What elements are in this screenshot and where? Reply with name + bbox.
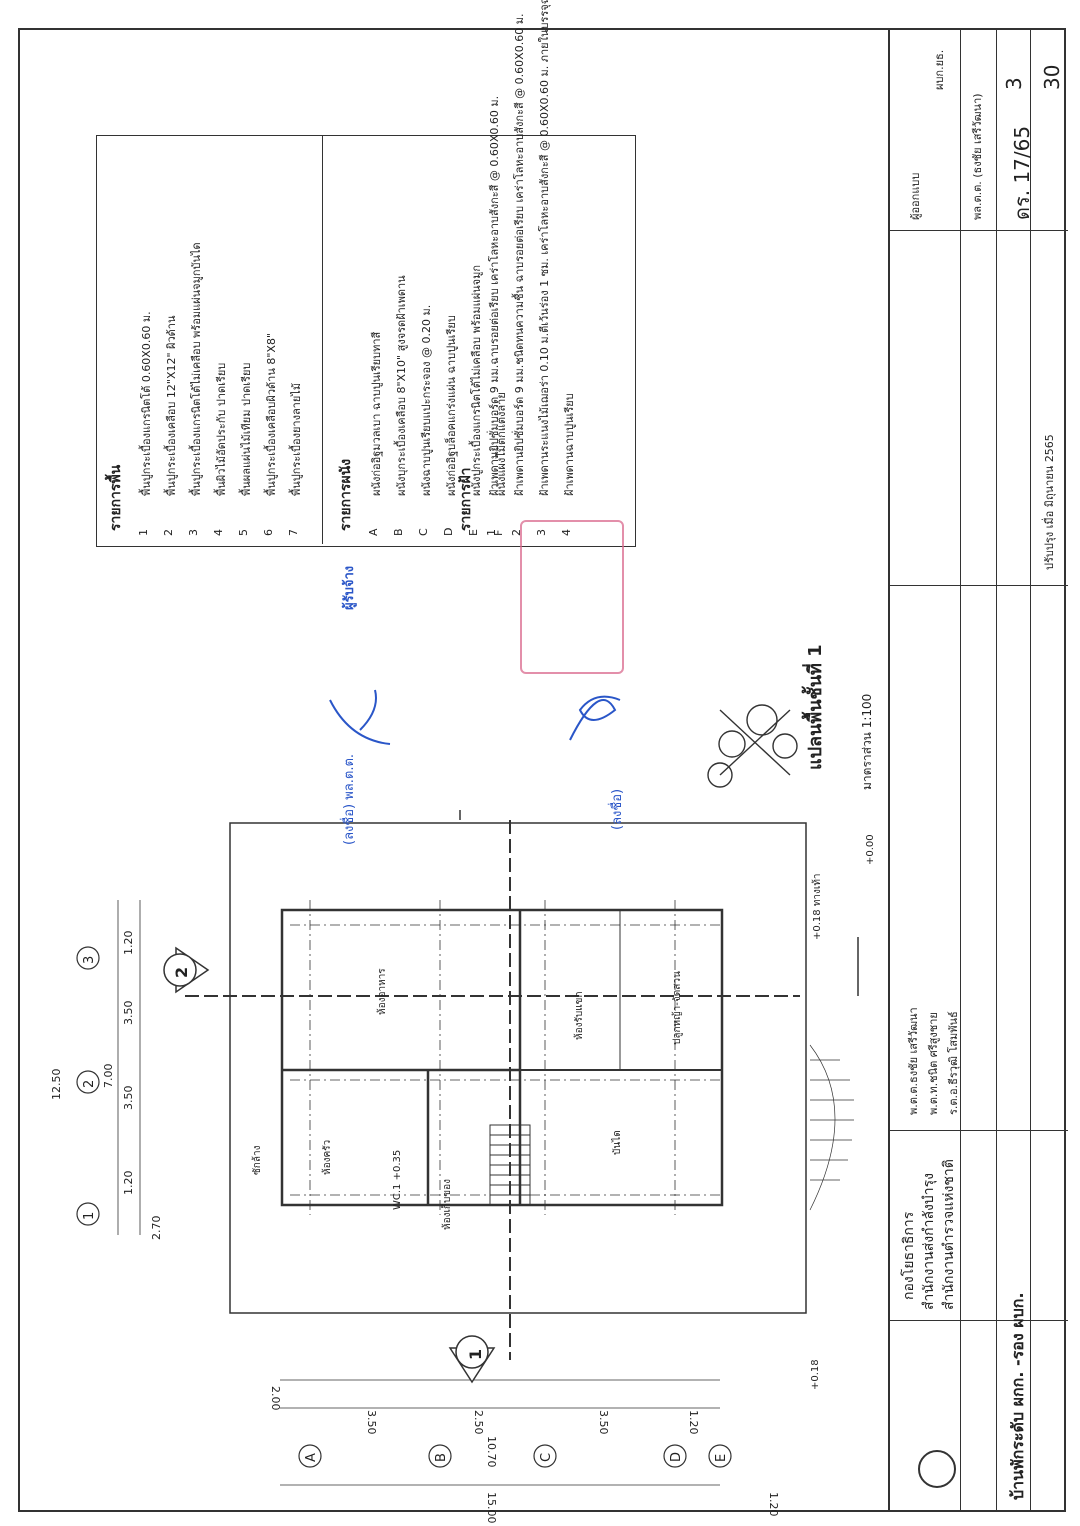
dim-x-2: 3.50 <box>122 1085 135 1111</box>
section-label-2: 2 <box>172 966 191 978</box>
level-zero: +0.00 <box>865 834 876 865</box>
police-seal-icon <box>918 1450 956 1488</box>
grid-label-1: 1 <box>82 1211 97 1220</box>
room-storage: ห้องเก็บของ <box>442 1178 453 1230</box>
level-walkway: +0.18 ทางเท้า <box>812 873 823 940</box>
dim-y-4: 3.50 <box>597 1410 610 1435</box>
room-stairs: บันได <box>612 1130 623 1155</box>
designer-label: ผู้ออกแบบ <box>909 172 922 220</box>
dim-y-3: 2.50 <box>472 1410 485 1435</box>
engineer-name-3: ร.ต.อ.ธีรวุฒิ โสมพันธ์ <box>947 1011 960 1115</box>
dim-y-2: 3.50 <box>365 1410 378 1435</box>
dim-x-1: 1.20 <box>122 1170 135 1196</box>
hired-label: ผู้รับจ้าง <box>342 565 357 610</box>
dim-x-4: 3.50 <box>122 1000 135 1026</box>
wc-label: WC.1 +0.35 <box>392 1149 403 1210</box>
grid-label-3: 3 <box>82 955 97 964</box>
dim-y-1: 2.00 <box>269 1386 282 1411</box>
floor-plan <box>76 704 859 1486</box>
sheet-number: 3 <box>1002 77 1026 90</box>
section-label-1: 1 <box>466 1348 485 1360</box>
dim-y-edge: 1.20 <box>767 1492 780 1517</box>
project-title: บ้านพักระดับ ผกก. -รอง ผบก. <box>1008 1292 1027 1500</box>
dim-x-3: 7.00 <box>102 1063 115 1089</box>
drawing-frame: บ้านพักระดับ ผกก. -รอง ผบก. กองโยธาธิการ… <box>18 0 1068 1524</box>
grid-label-D: D <box>669 1451 684 1462</box>
approver-name: พล.ต.ต. (ธงชัย เสรีวัฒนา) <box>971 93 984 220</box>
room-garden: ปลูกหญ้า-จัดสวน <box>672 971 683 1045</box>
hatch-area <box>809 1044 854 1211</box>
dim-x-6: 2.70 <box>150 1215 163 1241</box>
dim-y-total: 10.70 <box>485 1436 498 1468</box>
dim-y-5: 1.20 <box>687 1410 700 1435</box>
building-outline <box>280 908 724 1207</box>
approver-title: ผบก.ยธ. <box>933 49 946 90</box>
title-block: บ้านพักระดับ ผกก. -รอง ผบก. กองโยธาธิการ… <box>888 30 1068 1510</box>
dim-x-5: 1.20 <box>122 930 135 956</box>
grid-label-A: A <box>304 1453 319 1462</box>
grid-label-B: B <box>434 1453 449 1462</box>
org-line2: สำนักงานส่งกำลังบำรุง <box>921 1173 937 1310</box>
signature-mark <box>569 695 621 741</box>
total-sheets: 30 <box>1040 64 1064 90</box>
room-kitchen: ห้องครัว <box>322 1139 333 1175</box>
lot-boundary <box>229 822 807 1314</box>
north-arrow-icon <box>707 704 798 788</box>
engineer-name-1: พ.ต.ต.ธงชัย เสรีวัฒนา <box>907 1007 920 1115</box>
room-living: ห้องรับแขก <box>574 991 585 1040</box>
org-line3: สำนักงานตำรวจแห่งชาติ <box>941 1159 957 1310</box>
engineer-name-2: พ.ต.ท.ชนิต ศรีสูงชาย <box>927 1012 940 1115</box>
level-ground: +0.18 <box>810 1359 821 1390</box>
grid-label-2: 2 <box>82 1079 97 1088</box>
room-dining: ห้องอาหาร <box>377 968 388 1015</box>
signature-mark-2 <box>329 689 391 745</box>
approval-stamp <box>520 520 624 674</box>
dim-x-total: 12.50 <box>50 1068 63 1101</box>
room-laundry: ซักล้าง <box>252 1145 263 1175</box>
signed-label-2: (ลงชื่อ) <box>610 788 625 830</box>
signed-label: (ลงชื่อ) พล.ต.ต. <box>342 753 357 845</box>
grid-label-E: E <box>714 1453 729 1462</box>
dim-y-outer: 15.00 <box>485 1492 498 1524</box>
org-line1: กองโยธาธิการ <box>901 1211 917 1300</box>
grid-label-C: C <box>539 1452 554 1462</box>
date-note: ปรับปรุง เมื่อ มิถุนายน 2565 <box>1043 434 1056 570</box>
drawing-number: ดร. 17/65 <box>1010 125 1034 220</box>
